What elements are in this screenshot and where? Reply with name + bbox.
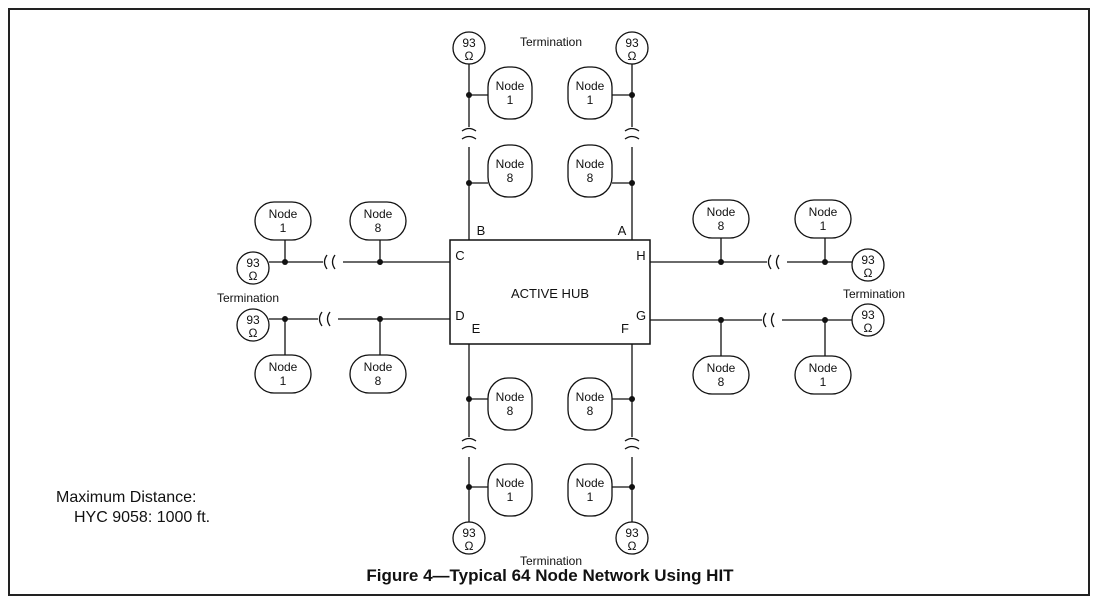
port-g-label: G xyxy=(636,308,646,323)
svg-text:8: 8 xyxy=(507,404,514,418)
svg-text:Node: Node xyxy=(576,79,605,93)
termination-f: 93 Ω xyxy=(615,521,649,555)
node-a-8: Node 8 xyxy=(567,144,613,198)
port-d-label: D xyxy=(455,308,464,323)
node-b-1: Node 1 xyxy=(487,66,533,120)
svg-text:8: 8 xyxy=(718,375,725,389)
branch-f xyxy=(612,344,640,522)
svg-text:93: 93 xyxy=(246,313,260,327)
svg-text:8: 8 xyxy=(375,374,382,388)
svg-text:93: 93 xyxy=(861,253,875,267)
svg-text:1: 1 xyxy=(820,219,827,233)
svg-text:8: 8 xyxy=(507,171,514,185)
svg-text:Ω: Ω xyxy=(249,269,258,283)
svg-text:Node: Node xyxy=(707,361,736,375)
svg-text:8: 8 xyxy=(587,404,594,418)
svg-text:Node: Node xyxy=(809,361,838,375)
svg-text:93: 93 xyxy=(625,526,639,540)
termination-e: 93 Ω xyxy=(452,521,486,555)
termination-c: 93 Ω xyxy=(236,251,270,285)
node-d-8: Node 8 xyxy=(349,354,407,394)
termination-h: 93 Ω xyxy=(851,248,885,282)
termination-label-left: Termination xyxy=(217,291,279,305)
node-h-1: Node 1 xyxy=(794,199,852,239)
branch-b xyxy=(461,62,488,240)
svg-text:1: 1 xyxy=(587,490,594,504)
port-c-label: C xyxy=(455,248,464,263)
svg-text:Node: Node xyxy=(576,157,605,171)
svg-text:Ω: Ω xyxy=(465,49,474,63)
port-f-label: F xyxy=(621,321,629,336)
branch-g xyxy=(650,312,852,356)
svg-text:93: 93 xyxy=(462,36,476,50)
svg-text:Node: Node xyxy=(496,157,525,171)
svg-text:Node: Node xyxy=(496,476,525,490)
svg-text:8: 8 xyxy=(718,219,725,233)
branch-d xyxy=(269,311,450,355)
branch-c xyxy=(269,238,450,270)
svg-text:8: 8 xyxy=(375,221,382,235)
svg-text:Node: Node xyxy=(576,476,605,490)
svg-text:Node: Node xyxy=(576,390,605,404)
termination-label-right: Termination xyxy=(843,287,905,301)
termination-b: 93 Ω xyxy=(452,31,486,65)
max-distance-value: HYC 9058: 1000 ft. xyxy=(74,509,210,526)
svg-text:1: 1 xyxy=(280,374,287,388)
node-g-8: Node 8 xyxy=(692,355,750,395)
svg-text:93: 93 xyxy=(625,36,639,50)
svg-text:Node: Node xyxy=(364,207,393,221)
termination-g: 93 Ω xyxy=(851,303,885,337)
svg-text:1: 1 xyxy=(587,93,594,107)
max-distance-label: Maximum Distance: xyxy=(56,489,196,506)
branch-e xyxy=(461,344,488,522)
svg-text:Ω: Ω xyxy=(628,49,637,63)
termination-label-bottom: Termination xyxy=(520,554,582,568)
svg-text:Node: Node xyxy=(707,205,736,219)
node-c-1: Node 1 xyxy=(254,201,312,241)
svg-text:93: 93 xyxy=(462,526,476,540)
svg-text:1: 1 xyxy=(507,490,514,504)
branch-h xyxy=(650,238,852,270)
node-a-1: Node 1 xyxy=(567,66,613,120)
termination-a: 93 Ω xyxy=(615,31,649,65)
svg-text:1: 1 xyxy=(507,93,514,107)
svg-text:1: 1 xyxy=(280,221,287,235)
svg-text:Ω: Ω xyxy=(628,539,637,553)
svg-text:Node: Node xyxy=(269,360,298,374)
port-h-label: H xyxy=(636,248,645,263)
hub-label: ACTIVE HUB xyxy=(511,286,589,301)
node-d-1: Node 1 xyxy=(254,354,312,394)
node-e-1: Node 1 xyxy=(487,463,533,517)
svg-text:1: 1 xyxy=(820,375,827,389)
branch-a xyxy=(612,62,640,240)
node-f-1: Node 1 xyxy=(567,463,613,517)
port-b-label: B xyxy=(477,223,486,238)
node-e-8: Node 8 xyxy=(487,377,533,431)
svg-text:Node: Node xyxy=(496,390,525,404)
svg-text:Node: Node xyxy=(364,360,393,374)
svg-text:93: 93 xyxy=(861,308,875,322)
svg-text:Ω: Ω xyxy=(249,326,258,340)
svg-text:Node: Node xyxy=(269,207,298,221)
node-g-1: Node 1 xyxy=(794,355,852,395)
node-h-8: Node 8 xyxy=(692,199,750,239)
termination-d: 93 Ω xyxy=(236,308,270,342)
active-hub: ACTIVE HUB B A C H D G E F xyxy=(449,223,651,345)
node-f-8: Node 8 xyxy=(567,377,613,431)
diagram-frame xyxy=(8,8,1090,596)
node-b-8: Node 8 xyxy=(487,144,533,198)
svg-text:Ω: Ω xyxy=(864,321,873,335)
svg-text:8: 8 xyxy=(587,171,594,185)
svg-text:Ω: Ω xyxy=(465,539,474,553)
port-e-label: E xyxy=(472,321,481,336)
figure-caption: Figure 4—Typical 64 Node Network Using H… xyxy=(366,566,734,585)
svg-text:Node: Node xyxy=(809,205,838,219)
svg-text:93: 93 xyxy=(246,256,260,270)
termination-label-top: Termination xyxy=(520,35,582,49)
svg-text:Ω: Ω xyxy=(864,266,873,280)
node-c-8: Node 8 xyxy=(349,201,407,241)
svg-text:Node: Node xyxy=(496,79,525,93)
port-a-label: A xyxy=(618,223,627,238)
